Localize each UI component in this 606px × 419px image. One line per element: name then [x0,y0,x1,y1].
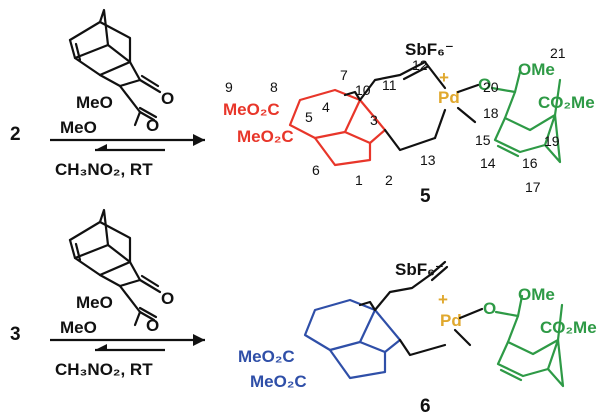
reagent-1-structure [68,8,162,127]
product-6-label: 6 [420,396,431,417]
product-5-charge: + [439,68,449,87]
atom-2: 2 [385,172,393,188]
atom-15: 15 [475,132,491,148]
product-6: SbF₆⁻ MeO₂C MeO₂C Pd + O OMe CO₂Me 6 [238,260,597,417]
atom-8: 8 [270,79,278,95]
reactant-3-label: 3 [10,324,21,345]
atom-13: 13 [420,152,436,168]
atom-18: 18 [483,105,499,121]
product-5-carbonyl-o: O [478,75,491,94]
conditions-1: CH₃NO₂, RT [55,160,153,179]
reaction-1: 2 O MeO MeO O CH₃NO₂, RT [10,8,205,179]
product-5: SbF₆⁻ MeO₂C MeO₂C Pd + O OMe CO₂Me 1 2 [223,40,595,207]
atom-19: 19 [544,133,560,149]
atom-7: 7 [340,67,348,83]
atom-11: 11 [382,77,397,93]
reagent-2-meo-bottom: MeO [60,318,97,337]
atom-21: 21 [550,45,566,61]
atom-1: 1 [355,172,363,188]
product-6-blue-core [303,298,402,380]
product-6-pd: Pd [440,311,462,330]
equilibrium-arrow-1 [50,134,205,152]
product-6-ome: OMe [518,285,555,304]
reagent-2-ketone-o: O [161,289,174,308]
reagent-2-structure [68,208,162,327]
product-5-ester-2: MeO₂C [237,127,294,146]
atom-9: 9 [225,79,233,95]
product-5-label: 5 [420,186,431,207]
reagent-2-ester-o: O [146,316,159,335]
reagent-1-ketone-o: O [161,89,174,108]
atom-10: 10 [355,82,371,98]
reagent-2-meo-top: MeO [76,293,113,312]
atom-4: 4 [322,99,330,115]
atom-14: 14 [480,155,496,171]
reagent-1-meo-bottom: MeO [60,118,97,137]
product-5-co2me: CO₂Me [538,93,595,112]
product-5-ester-1: MeO₂C [223,100,280,119]
reagent-1-meo-top: MeO [76,93,113,112]
product-5-counterion: SbF₆⁻ [405,40,454,59]
product-6-co2me: CO₂Me [540,318,597,337]
product-6-ester-1: MeO₂C [238,347,295,366]
product-6-carbonyl-o: O [483,299,496,318]
atom-16: 16 [522,155,538,171]
product-5-ome: OMe [518,60,555,79]
atom-6: 6 [312,162,320,178]
reaction-2: 3 O MeO MeO O CH₃NO₂, RT [10,208,205,379]
atom-17: 17 [525,179,541,195]
reactant-2-label: 2 [10,124,21,145]
atom-20: 20 [483,79,499,95]
equilibrium-arrow-2 [50,334,205,352]
product-6-ester-2: MeO₂C [250,372,307,391]
atom-12: 12 [412,57,428,73]
conditions-2: CH₃NO₂, RT [55,360,153,379]
reagent-1-ester-o: O [146,116,159,135]
atom-5: 5 [305,109,313,125]
product-6-charge: + [438,290,448,309]
product-5-pd: Pd [438,88,460,107]
atom-3: 3 [370,112,378,128]
